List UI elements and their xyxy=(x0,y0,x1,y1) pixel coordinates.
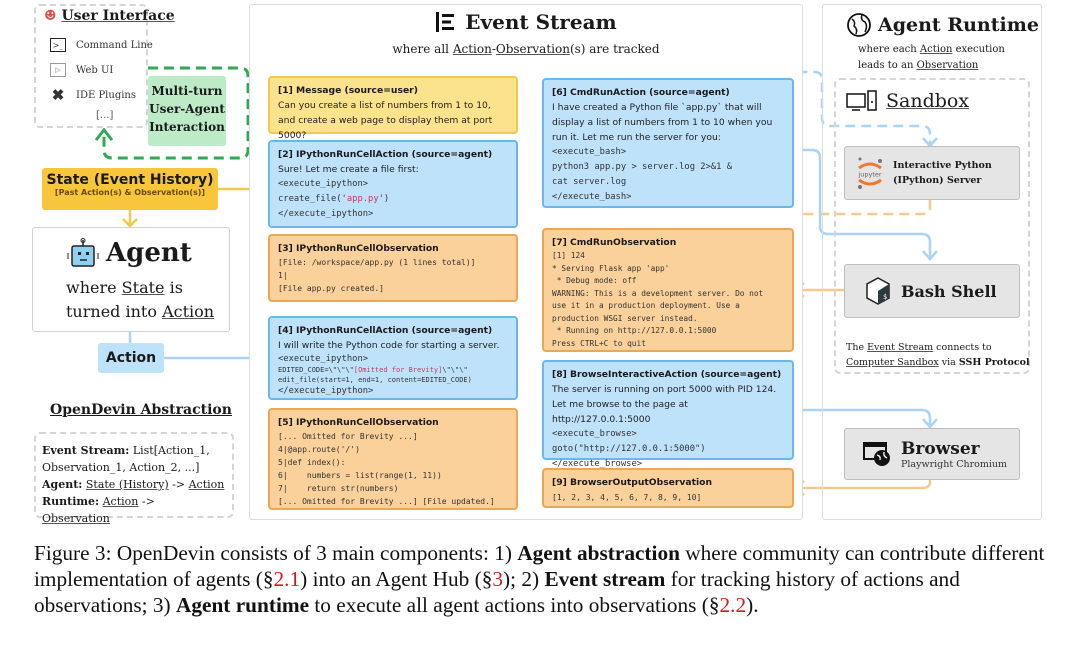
section-ref-link[interactable]: 3 xyxy=(492,567,504,591)
multi-turn-arrowhead xyxy=(94,127,114,141)
web-window-icon: ▷ xyxy=(50,63,66,77)
ui-item-command-line: >_ Command Line xyxy=(50,38,153,52)
ipython-server-card: jupyter Interactive Python (IPython) Ser… xyxy=(844,146,1020,200)
abstraction-box: Event Stream: List[Action_1, Observation… xyxy=(34,432,234,525)
robot-icon xyxy=(67,238,99,267)
section-ref-link[interactable]: 2.2 xyxy=(719,593,747,617)
event-7-cmd-run-observation: [7] CmdRunObservation [1] 124 * Serving … xyxy=(542,228,794,352)
sandbox-box xyxy=(834,78,1030,374)
event-6-cmd-run-action: [6] CmdRunAction (source=agent) I have c… xyxy=(542,78,794,208)
svg-text:$: $ xyxy=(883,293,887,301)
ui-more: [...] xyxy=(96,110,114,121)
terminal-icon: >_ xyxy=(50,38,66,52)
event-2-ipython-action: [2] IPythonRunCellAction (source=agent) … xyxy=(268,140,518,228)
abstraction-title: OpenDevin Abstraction xyxy=(50,402,232,418)
sandbox-title: Sandbox xyxy=(846,90,969,112)
ssh-note: The Event Stream connects to Computer Sa… xyxy=(846,342,1030,368)
event-1-message: [1] Message (source=user) Can you create… xyxy=(268,76,518,141)
stream-list-icon xyxy=(436,12,455,32)
event-3-ipython-observation: [3] IPythonRunCellObservation [File: /wo… xyxy=(268,234,518,302)
section-ref-link[interactable]: 2.1 xyxy=(273,567,301,591)
vscode-icon: ✖ xyxy=(51,86,65,104)
browser-globe-icon xyxy=(863,442,890,466)
event-stream-title: Event Stream xyxy=(249,10,803,34)
state-event-history-box: State (Event History) [Past Action(s) & … xyxy=(42,168,218,210)
ui-item-web-ui: ▷ Web UI xyxy=(50,63,113,77)
event-5-ipython-observation: [5] IPythonRunCellObservation [... Omitt… xyxy=(268,408,518,510)
event-8-browse-interactive-action: [8] BrowseInteractiveAction (source=agen… xyxy=(542,360,794,469)
user-icon: ☻ xyxy=(44,8,57,24)
globe-icon xyxy=(847,13,871,37)
event-9-browser-output-observation: [9] BrowserOutputObservation [1, 2, 3, 4… xyxy=(542,468,794,508)
user-interface-box xyxy=(34,4,148,128)
agent-runtime-subtitle: where each Action execution leads to an … xyxy=(858,44,1005,71)
agent-runtime-title: Agent Runtime xyxy=(846,12,1039,38)
ui-item-ide-plugins: ✖ IDE Plugins xyxy=(51,86,136,104)
agent-description: where State is turned into Action xyxy=(66,278,215,321)
figure-caption: Figure 3: OpenDevin consists of 3 main c… xyxy=(34,541,1045,617)
multi-turn-label: Multi-turn User-Agent Interaction xyxy=(148,76,226,146)
event-4-ipython-action: [4] IPythonRunCellAction (source=agent) … xyxy=(268,316,518,400)
browser-card: Browser Playwright Chromium xyxy=(844,428,1020,480)
jupyter-icon: jupyter xyxy=(857,157,882,189)
bash-shell-card: $ Bash Shell xyxy=(844,264,1020,318)
agent-runtime-panel xyxy=(822,4,1042,520)
action-label: Action xyxy=(98,343,164,373)
state-to-agent-arrow xyxy=(122,210,138,228)
user-interface-title: ☻ User Interface xyxy=(44,8,175,24)
svg-text:jupyter: jupyter xyxy=(857,171,881,179)
agent-box xyxy=(32,227,230,332)
event-stream-subtitle: where all Action-Observation(s) are trac… xyxy=(392,42,660,56)
computer-icon xyxy=(846,90,877,111)
bash-icon: $ xyxy=(866,277,890,305)
agent-title: Agent xyxy=(66,238,192,268)
